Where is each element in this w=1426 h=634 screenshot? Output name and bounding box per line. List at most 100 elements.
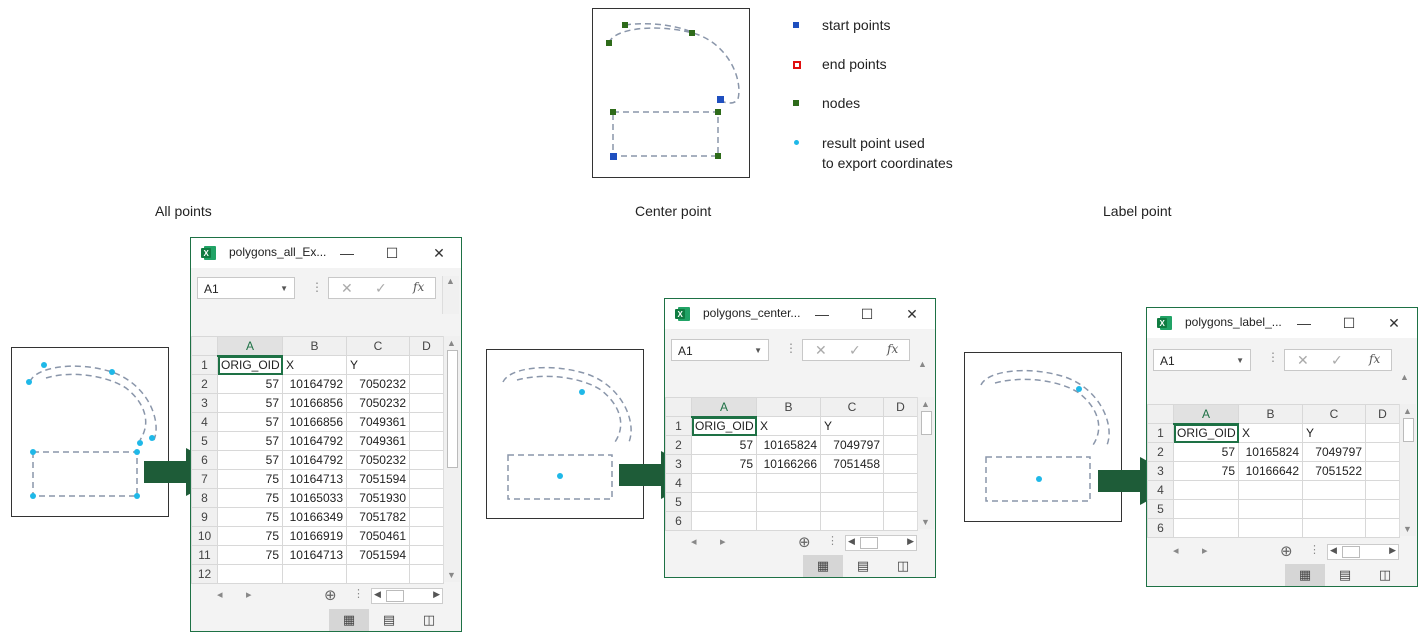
cell[interactable]: 7051594 [346,469,410,489]
close-icon[interactable]: ✕ [906,306,918,322]
scroll-up-icon[interactable]: ▲ [1403,406,1412,416]
cell[interactable]: 10164713 [282,469,347,489]
cell[interactable]: X [282,355,347,375]
cell[interactable]: 10164792 [282,450,347,470]
cell[interactable] [1365,423,1400,443]
cell[interactable] [883,492,918,512]
cell[interactable] [409,355,444,375]
scroll-thumb[interactable] [1342,546,1360,558]
cell[interactable]: Y [820,416,884,436]
cell[interactable]: 7050232 [346,393,410,413]
cell[interactable] [756,473,821,493]
cell[interactable]: 75 [217,469,283,489]
cell[interactable]: 75 [217,488,283,508]
cell[interactable] [1302,518,1366,538]
row-header[interactable]: 4 [191,412,218,432]
cell[interactable] [1238,518,1303,538]
cell[interactable]: 10164792 [282,431,347,451]
column-header[interactable]: B [282,336,347,356]
cell[interactable]: Y [346,355,410,375]
cell[interactable]: 7051782 [346,507,410,527]
row-header[interactable]: 4 [1147,480,1174,500]
column-header[interactable]: D [409,336,444,356]
cell[interactable]: ORIG_OID [691,416,757,436]
cell[interactable] [1365,461,1400,481]
scroll-thumb[interactable] [447,350,458,468]
cell[interactable] [1365,480,1400,500]
formula-expand-icon[interactable]: ▲ [918,359,927,369]
row-header[interactable]: 3 [665,454,692,474]
scroll-right-icon[interactable]: ▶ [907,536,914,546]
scroll-up-icon[interactable]: ▲ [921,399,930,409]
cell[interactable]: 10166856 [282,393,347,413]
column-header[interactable]: C [1302,404,1366,424]
close-icon[interactable]: ✕ [1388,315,1400,331]
close-icon[interactable]: ✕ [433,245,445,261]
vertical-scrollbar[interactable]: ▲ ▼ [917,397,934,529]
row-header[interactable]: 4 [665,473,692,493]
page-layout-icon[interactable]: ▤ [382,612,396,627]
select-all-corner[interactable] [1147,404,1174,424]
cell[interactable] [883,473,918,493]
cell[interactable] [820,473,884,493]
cell[interactable]: 7051930 [346,488,410,508]
normal-view-icon[interactable]: ▦ [803,555,843,577]
row-header[interactable]: 10 [191,526,218,546]
scroll-down-icon[interactable]: ▼ [921,517,930,527]
cell[interactable]: 10165824 [1238,442,1303,462]
cell[interactable] [756,492,821,512]
scroll-thumb[interactable] [386,590,404,602]
cell[interactable]: 10164713 [282,545,347,565]
cell[interactable] [409,526,444,546]
cell[interactable]: 10165824 [756,435,821,455]
page-break-icon[interactable]: ◫ [422,612,436,627]
cell[interactable] [409,545,444,565]
cell[interactable] [1302,480,1366,500]
cell[interactable]: 10164792 [282,374,347,394]
title-bar[interactable]: X polygons_label_... — ☐ ✕ [1147,308,1417,338]
cell[interactable] [346,564,410,584]
row-header[interactable]: 6 [665,511,692,531]
confirm-icon[interactable]: ✓ [375,280,387,296]
cell[interactable] [820,492,884,512]
scroll-left-icon[interactable]: ◀ [848,536,855,546]
horizontal-scrollbar[interactable]: ◀ ▶ [371,588,443,604]
excel-window-all[interactable]: X polygons_all_Ex... — ☐ ✕ A1▼ ⋮ ✕ ✓ fx … [190,237,462,632]
normal-view-icon[interactable]: ▦ [329,609,369,631]
confirm-icon[interactable]: ✓ [1331,352,1343,368]
cell[interactable]: 75 [217,526,283,546]
chevron-down-icon[interactable]: ▼ [280,284,288,293]
cell[interactable]: 7049797 [820,435,884,455]
scroll-thumb[interactable] [860,537,878,549]
next-sheet-icon[interactable]: ▸ [1202,545,1208,557]
page-layout-icon[interactable]: ▤ [1338,567,1352,582]
cancel-icon[interactable]: ✕ [1297,352,1309,368]
cell[interactable] [883,511,918,531]
scroll-right-icon[interactable]: ▶ [1389,545,1396,555]
row-header[interactable]: 11 [191,545,218,565]
cell[interactable] [1365,518,1400,538]
vertical-scrollbar[interactable]: ▲ ▼ [443,336,460,582]
cell[interactable]: 10165033 [282,488,347,508]
cell[interactable]: 57 [691,435,757,455]
cancel-icon[interactable]: ✕ [815,342,827,358]
row-header[interactable]: 3 [1147,461,1174,481]
confirm-icon[interactable]: ✓ [849,342,861,358]
cell[interactable]: 57 [217,374,283,394]
cell[interactable] [409,564,444,584]
cell[interactable] [409,412,444,432]
page-layout-icon[interactable]: ▤ [856,558,870,573]
cell[interactable]: 7050232 [346,450,410,470]
column-header[interactable]: A [691,397,757,418]
prev-sheet-icon[interactable]: ◂ [691,536,697,548]
cell[interactable]: 10166856 [282,412,347,432]
row-header[interactable]: 9 [191,507,218,527]
select-all-corner[interactable] [665,397,692,417]
column-header[interactable]: B [756,397,821,417]
cell[interactable]: 10166266 [756,454,821,474]
cell[interactable] [1238,480,1303,500]
scroll-up-icon[interactable]: ▲ [446,276,455,286]
